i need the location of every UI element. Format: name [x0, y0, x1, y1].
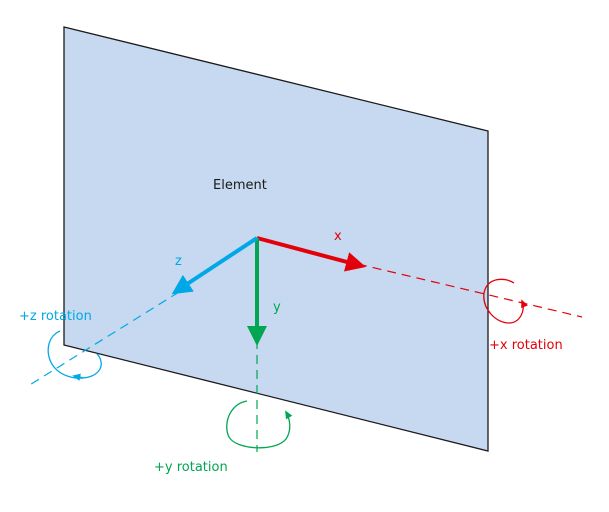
x-axis-arrow — [256, 236, 366, 272]
y-axis-label: y — [273, 300, 281, 315]
element-label: Element — [213, 178, 267, 193]
y-rotation-arrow — [226, 400, 293, 449]
x-rotation-arrow — [483, 278, 528, 324]
x-axis-label: x — [334, 229, 342, 244]
x-rotation-label: +x rotation — [489, 338, 563, 353]
z-axis-arrow — [171, 236, 259, 295]
x-axis-extension — [357, 263, 583, 318]
z-rotation-arrow — [47, 330, 102, 378]
element-plane — [63, 26, 489, 452]
z-axis-label: z — [175, 254, 182, 269]
z-rotation-label: +z rotation — [19, 309, 92, 324]
y-rotation-label: +y rotation — [154, 460, 228, 475]
